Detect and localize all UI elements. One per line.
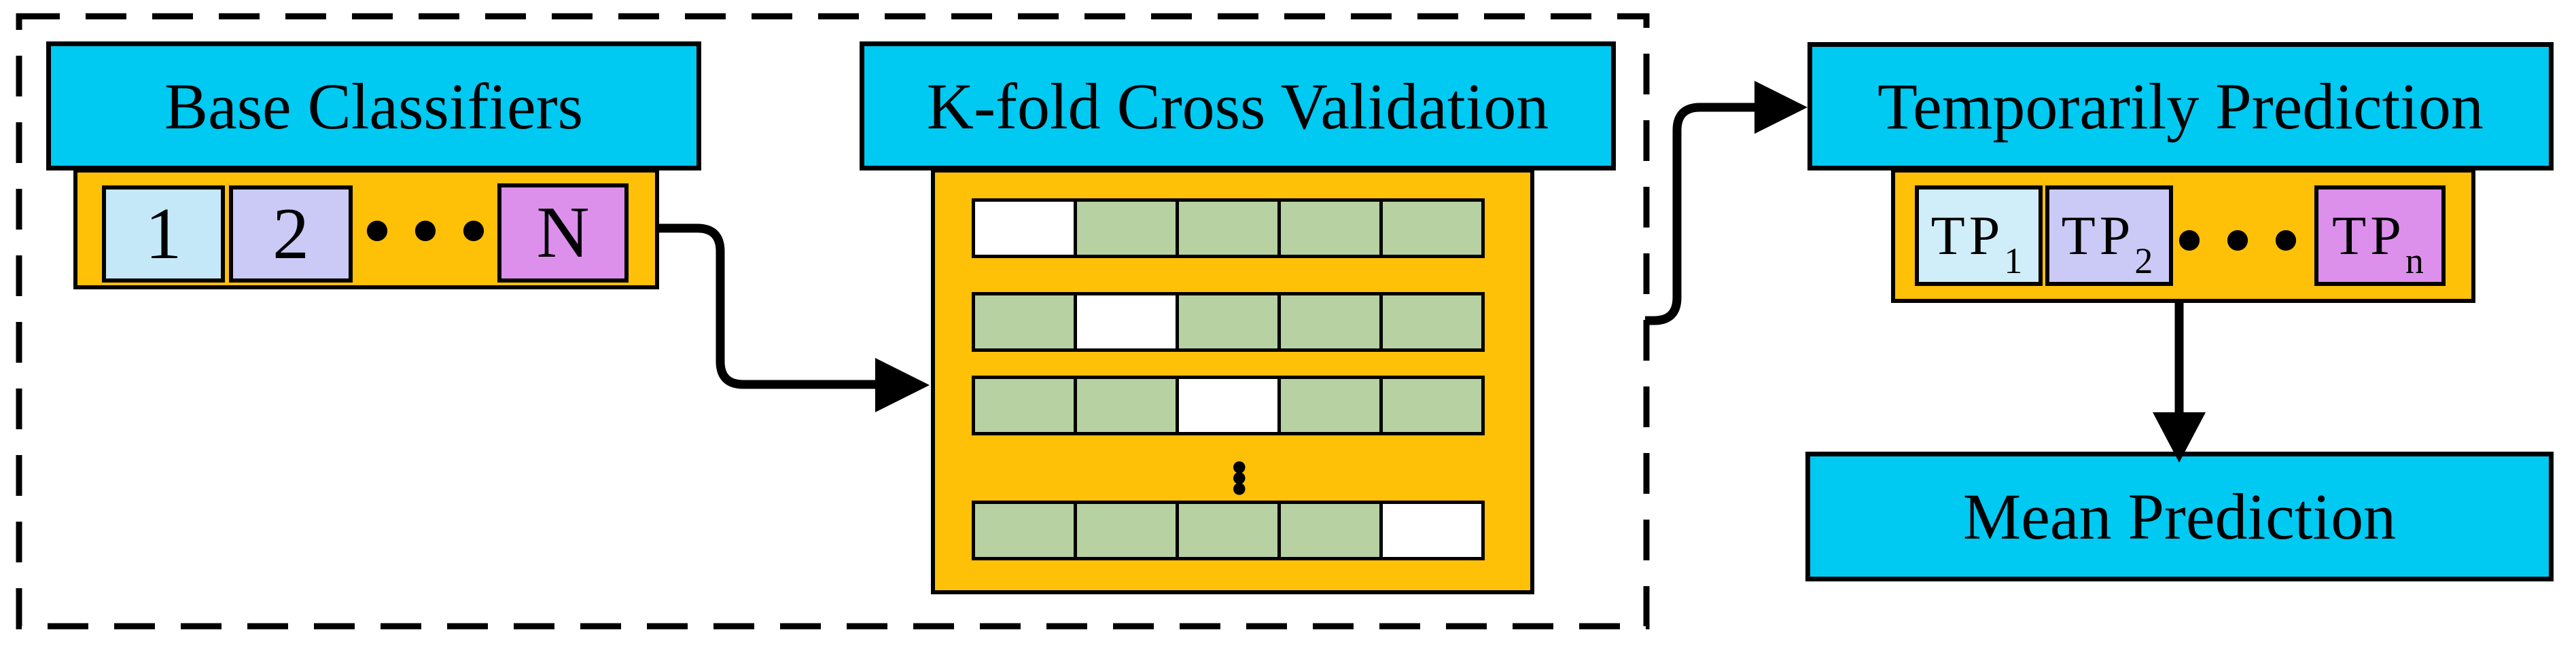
tp2-box: TP2 [2045, 185, 2173, 286]
temporarily-prediction-header: Temporarily Prediction [1807, 42, 2554, 170]
kfold-cell-train [1176, 198, 1281, 258]
kfold-cell-train [1277, 292, 1383, 352]
kfold-panel [931, 168, 1534, 594]
kfold-row-2 [972, 292, 1485, 352]
mean-prediction-box: Mean Prediction [1805, 452, 2554, 581]
kfold-cell-train [1277, 198, 1383, 258]
kfold-cell-train [1277, 376, 1383, 435]
kfold-header: K-fold Cross Validation [860, 41, 1616, 170]
tp1-label: TP1 [1930, 204, 2027, 281]
tpn-box: TPn [2314, 185, 2446, 286]
temporarily-prediction-title: Temporarily Prediction [1877, 70, 2484, 143]
classifier-1-label: 1 [145, 193, 182, 274]
kfold-cell-train [1074, 198, 1179, 258]
classifier-n-box: N [497, 183, 629, 283]
mean-prediction-title: Mean Prediction [1962, 480, 2397, 553]
tp1-box: TP1 [1915, 185, 2043, 286]
kfold-cell-test [972, 198, 1077, 258]
kfold-cell-train [1379, 292, 1485, 352]
kfold-cell-train [1074, 376, 1179, 435]
arrowhead-frame-to-temporarily-icon [1754, 81, 1807, 134]
arrow-base-to-kfold [658, 223, 878, 389]
kfold-cell-test [1074, 292, 1179, 352]
arrow-frame-to-temporarily [1645, 103, 1757, 325]
classifier-2-label: 2 [272, 193, 309, 274]
classifier-1-box: 1 [102, 185, 225, 283]
kfold-rows [935, 173, 1530, 590]
kfold-row-3 [972, 376, 1485, 435]
arrowhead-base-to-kfold-icon [875, 358, 930, 412]
classifier-2-box: 2 [229, 185, 353, 283]
base-classifiers-header: Base Classifiers [46, 41, 701, 170]
kfold-row-1 [972, 198, 1485, 258]
kfold-title: K-fold Cross Validation [926, 69, 1549, 143]
kfold-cell-train [1074, 501, 1179, 560]
tp-ellipsis: ••• [2170, 209, 2316, 276]
tp2-label: TP2 [2061, 204, 2157, 281]
kfold-row-4 [972, 501, 1485, 560]
kfold-cell-train [1176, 292, 1281, 352]
kfold-cell-train [972, 501, 1077, 560]
kfold-cell-train [972, 376, 1077, 435]
kfold-cell-train [1379, 376, 1485, 435]
kfold-cell-train [972, 292, 1077, 352]
kfold-vertical-ellipsis: ••• [1218, 456, 1258, 489]
kfold-cell-train [1277, 501, 1383, 560]
horizontal-ellipsis-icon: ••• [2171, 209, 2305, 276]
kfold-cell-train [1379, 198, 1485, 258]
base-ellipsis: ••• [358, 199, 504, 267]
horizontal-ellipsis-icon: ••• [359, 199, 493, 267]
base-classifiers-title: Base Classifiers [164, 69, 583, 143]
tpn-label: TPn [2332, 204, 2428, 281]
kfold-cell-test [1379, 501, 1485, 560]
vertical-ellipsis-icon: ••• [1211, 440, 1265, 505]
classifier-n-label: N [536, 192, 590, 273]
kfold-cell-train [1176, 501, 1281, 560]
kfold-cell-test [1176, 376, 1281, 435]
